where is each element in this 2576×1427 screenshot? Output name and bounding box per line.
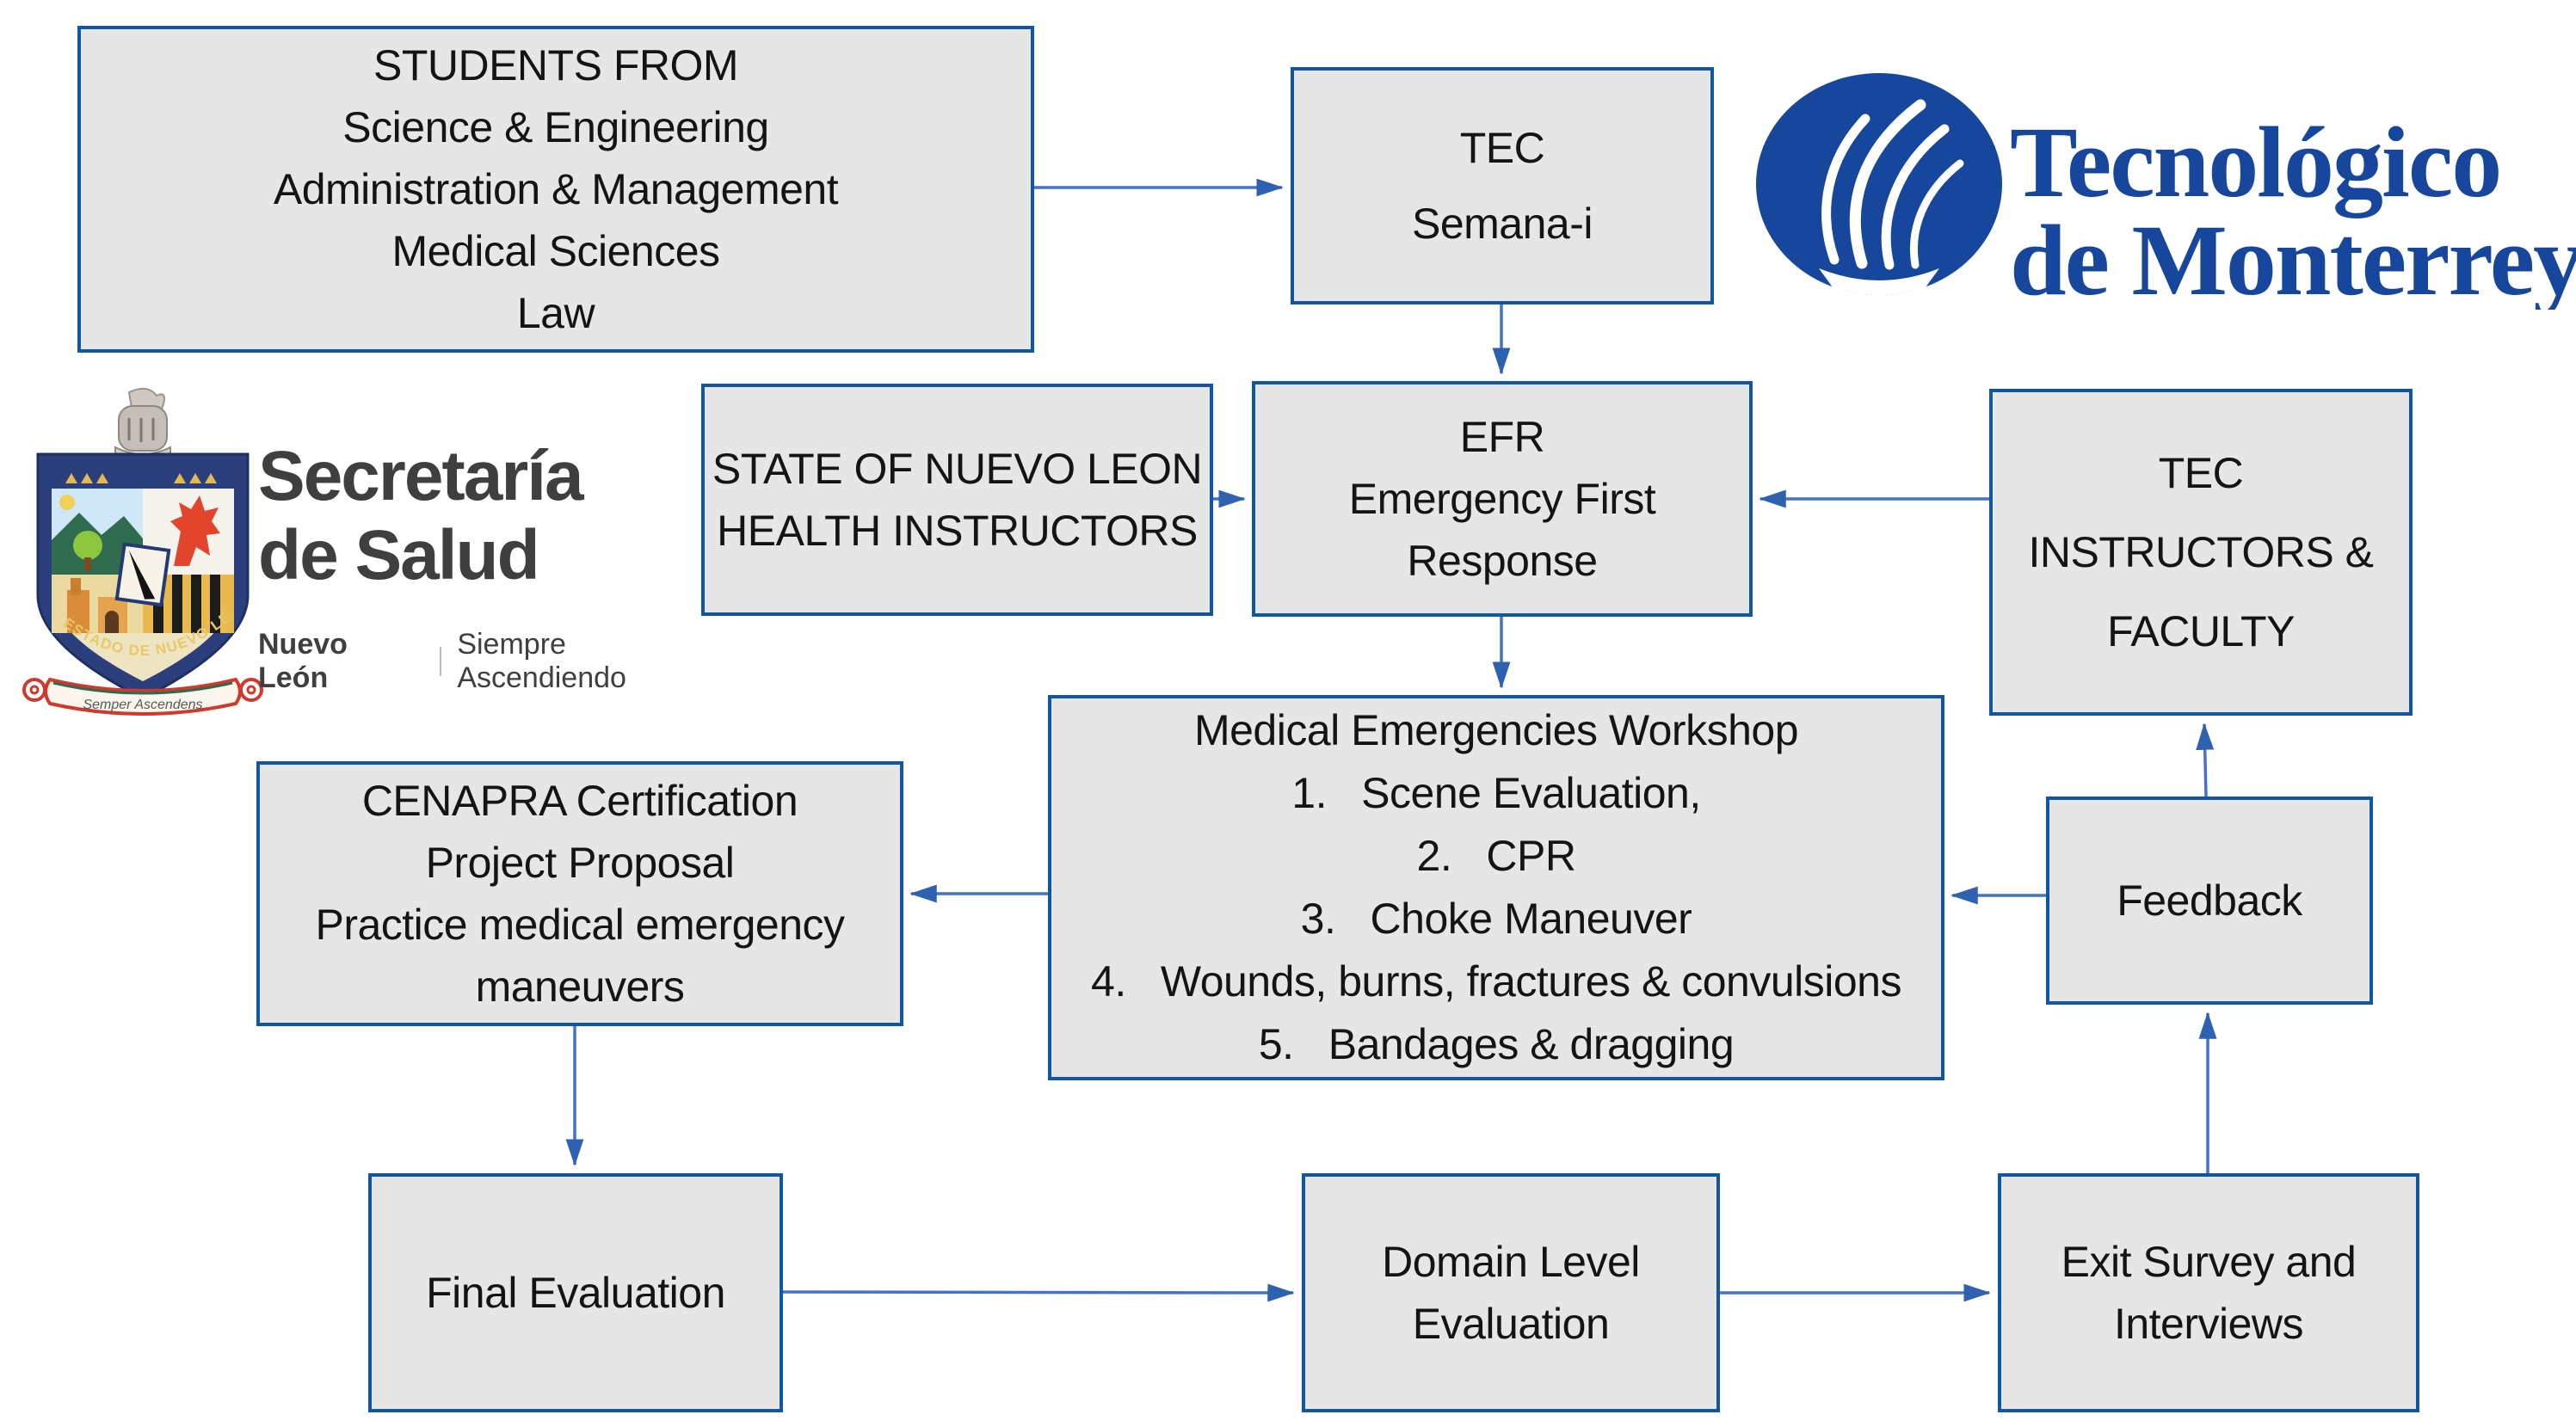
subtitle-divider xyxy=(440,647,442,676)
box-text-line: TEC xyxy=(2158,449,2244,497)
tec-flame-icon xyxy=(1756,73,2002,298)
box-text-line: HEALTH INSTRUCTORS xyxy=(717,507,1198,555)
medical-emergencies-workshop-box: Medical Emergencies Workshop 1. Scene Ev… xyxy=(1048,695,1944,1080)
box-text-line: Evaluation xyxy=(1412,1300,1610,1348)
secretaria-salud-wordmark: Secretaría de Salud Nuevo León Siempre A… xyxy=(258,437,740,695)
workshop-title: Medical Emergencies Workshop xyxy=(1193,706,1799,754)
feedback-box: Feedback xyxy=(2046,797,2373,1005)
workshop-item: 4. Wounds, burns, fractures & convulsion… xyxy=(1091,957,1901,1006)
box-text-line: maneuvers xyxy=(475,963,685,1011)
tec-logo-line1: Tecnológico xyxy=(2010,106,2500,218)
domain-level-evaluation-box: Domain Level Evaluation xyxy=(1302,1173,1720,1412)
box-text-line: TEC xyxy=(1459,124,1545,172)
box-text-line: CENAPRA Certification xyxy=(361,777,798,825)
box-text-line: INSTRUCTORS & xyxy=(2028,528,2374,576)
box-text-line: Final Evaluation xyxy=(426,1269,725,1317)
salud-title-line1: Secretaría xyxy=(258,437,584,515)
box-text-line: EFR xyxy=(1459,413,1545,461)
box-text-line: Science & Engineering xyxy=(342,103,769,151)
box-text-line: STUDENTS FROM xyxy=(373,41,739,89)
salud-subtitle-rest: Siempre Ascendiendo xyxy=(457,628,626,694)
lion-emblem xyxy=(170,495,220,566)
nuevo-leon-shield-icon: ESTADO DE NUEVO LEÓN Semper Ascendens xyxy=(19,387,263,716)
tec-logo-line2: de Monterrey xyxy=(2010,204,2576,310)
box-text-line: Interviews xyxy=(2113,1300,2304,1348)
box-text-line: Response xyxy=(1407,537,1598,585)
box-text-line: Law xyxy=(516,289,595,337)
workshop-item: 5. Bandages & dragging xyxy=(1258,1020,1735,1068)
ribbon-banner: Semper Ascendens xyxy=(22,677,263,716)
workshop-item: 2. CPR xyxy=(1416,832,1576,880)
box-text-line: FACULTY xyxy=(2107,607,2295,655)
ribbon-motto-text: Semper Ascendens xyxy=(83,698,202,712)
box-text-line: STATE OF NUEVO LEON xyxy=(712,445,1203,493)
box-text-line: Practice medical emergency xyxy=(315,901,845,949)
salud-title-line2: de Salud xyxy=(258,516,540,594)
box-text-line: Administration & Management xyxy=(273,165,839,213)
box-text-line: Medical Sciences xyxy=(391,227,720,275)
arrow-feedback-to-tec-instructors xyxy=(2196,723,2215,797)
cenapra-certification-box: CENAPRA Certification Project Proposal P… xyxy=(256,761,903,1026)
state-health-instructors-box: STATE OF NUEVO LEON HEALTH INSTRUCTORS xyxy=(701,384,1213,616)
salud-subtitle-bold: Nuevo León xyxy=(258,628,348,694)
students-from-box: STUDENTS FROM Science & Engineering Admi… xyxy=(77,26,1034,353)
tec-instructors-faculty-box: TEC INSTRUCTORS & FACULTY xyxy=(1989,389,2413,716)
box-text-line: Exit Survey and xyxy=(2061,1238,2357,1286)
box-text-line: Feedback xyxy=(2117,876,2302,925)
final-evaluation-box: Final Evaluation xyxy=(368,1173,783,1412)
exit-survey-interviews-box: Exit Survey and Interviews xyxy=(1998,1173,2419,1412)
box-text-line: Semana-i xyxy=(1412,200,1593,248)
efr-box: EFR Emergency First Response xyxy=(1252,381,1753,617)
box-text-line: Domain Level xyxy=(1382,1238,1640,1286)
box-text-line: Project Proposal xyxy=(425,839,735,887)
workshop-item: 3. Choke Maneuver xyxy=(1300,895,1692,943)
arrow-final-eval-to-domain-eval xyxy=(782,1283,1295,1302)
tec-semana-i-box: TEC Semana-i xyxy=(1291,67,1714,304)
box-text-line: Emergency First xyxy=(1348,475,1656,523)
workshop-item: 1. Scene Evaluation, xyxy=(1291,769,1701,817)
tec-monterrey-logo: Tecnológico de Monterrey xyxy=(1756,73,2576,310)
